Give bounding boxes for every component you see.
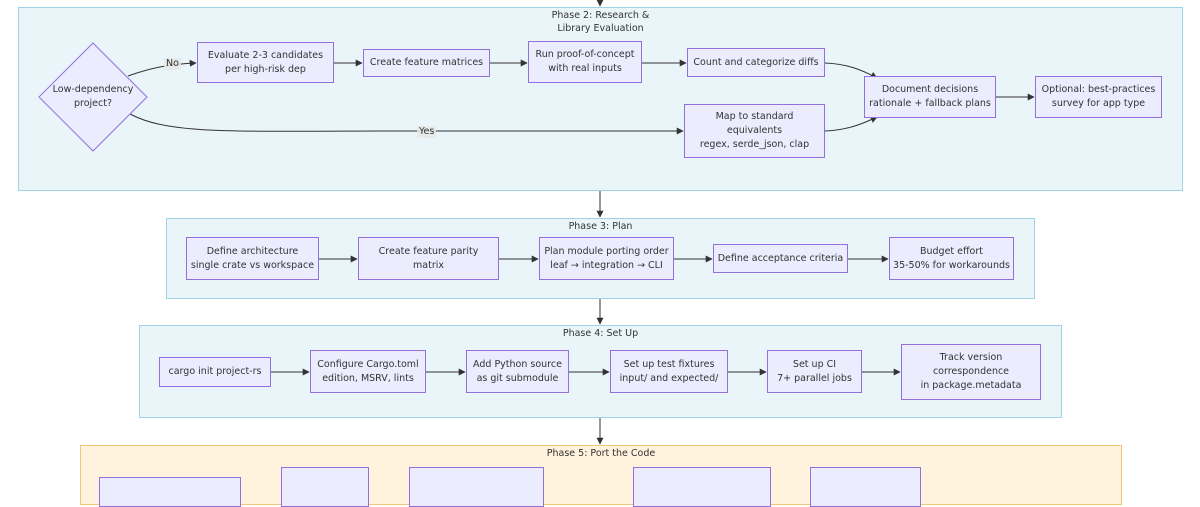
node-budget-effort-label: Budget effort 35-50% for workarounds <box>893 245 1010 271</box>
node-proof-of-concept-label: Run proof-of-concept with real inputs <box>535 49 635 74</box>
node-phase5-a[interactable] <box>99 477 241 507</box>
decision-low-dependency[interactable]: Low-dependency project? <box>38 42 148 152</box>
node-python-source-label: Add Python source as git submodule <box>473 358 562 384</box>
node-python-source[interactable]: Add Python source as git submodule <box>466 350 569 393</box>
node-phase5-d[interactable] <box>633 467 771 507</box>
node-budget-effort[interactable]: Budget effort 35-50% for workarounds <box>889 237 1014 280</box>
node-track-version-label: Track version correspondence in package.… <box>920 352 1022 391</box>
node-phase5-c[interactable] <box>409 467 544 507</box>
node-document-decisions-label: Document decisions rationale + fallback … <box>869 84 991 109</box>
node-set-up-ci-label: Set up CI 7+ parallel jobs <box>777 358 852 384</box>
node-count-diffs[interactable]: Count and categorize diffs <box>687 48 825 77</box>
node-acceptance-criteria[interactable]: Define acceptance criteria <box>713 244 848 273</box>
phase4-title: Phase 4: Set Up <box>562 328 639 339</box>
node-document-decisions[interactable]: Document decisions rationale + fallback … <box>864 76 996 118</box>
phase2-cluster: Phase 2: Research & Library Evaluation <box>18 7 1183 191</box>
edge-label-yes: Yes <box>417 126 437 138</box>
node-configure-cargo-toml-label: Configure Cargo.toml edition, MSRV, lint… <box>317 358 419 384</box>
node-configure-cargo-toml[interactable]: Configure Cargo.toml edition, MSRV, lint… <box>310 350 426 393</box>
node-cargo-init-label: cargo init project-rs <box>168 366 262 377</box>
node-map-standard[interactable]: Map to standard equivalents regex, serde… <box>684 104 825 158</box>
node-feature-matrices[interactable]: Create feature matrices <box>363 49 490 77</box>
node-count-diffs-label: Count and categorize diffs <box>693 56 819 68</box>
node-phase5-e[interactable] <box>810 467 921 507</box>
node-cargo-init[interactable]: cargo init project-rs <box>159 357 271 387</box>
decision-label: Low-dependency project? <box>52 84 134 109</box>
node-test-fixtures[interactable]: Set up test fixtures input/ and expected… <box>610 350 728 393</box>
node-evaluate-candidates-label: Evaluate 2-3 candidates per high-risk de… <box>207 49 324 75</box>
edge-label-no: No <box>164 58 181 70</box>
node-set-up-ci[interactable]: Set up CI 7+ parallel jobs <box>767 350 862 393</box>
node-feature-matrices-label: Create feature matrices <box>369 57 484 68</box>
phase2-title: Phase 2: Research & Library Evaluation <box>551 10 650 34</box>
node-optional-survey[interactable]: Optional: best-practices survey for app … <box>1035 76 1162 118</box>
node-track-version[interactable]: Track version correspondence in package.… <box>901 344 1041 400</box>
node-map-standard-label: Map to standard equivalents regex, serde… <box>699 111 810 150</box>
node-phase5-b[interactable] <box>281 467 369 507</box>
node-proof-of-concept[interactable]: Run proof-of-concept with real inputs <box>528 41 642 83</box>
node-porting-order[interactable]: Plan module porting order leaf → integra… <box>539 237 674 280</box>
node-feature-parity-label: Create feature parity matrix <box>378 245 479 271</box>
node-feature-parity[interactable]: Create feature parity matrix <box>358 237 499 280</box>
node-optional-survey-label: Optional: best-practices survey for app … <box>1041 84 1156 109</box>
node-define-architecture-label: Define architecture single crate vs work… <box>190 245 315 271</box>
decision-diamond-shape <box>38 42 148 152</box>
node-porting-order-label: Plan module porting order leaf → integra… <box>544 245 669 271</box>
node-evaluate-candidates[interactable]: Evaluate 2-3 candidates per high-risk de… <box>197 42 334 83</box>
phase5-title: Phase 5: Port the Code <box>546 448 656 459</box>
node-test-fixtures-label: Set up test fixtures input/ and expected… <box>619 358 719 384</box>
phase3-title: Phase 3: Plan <box>568 221 633 232</box>
node-define-architecture[interactable]: Define architecture single crate vs work… <box>186 237 319 280</box>
node-acceptance-criteria-label: Define acceptance criteria <box>717 252 844 264</box>
